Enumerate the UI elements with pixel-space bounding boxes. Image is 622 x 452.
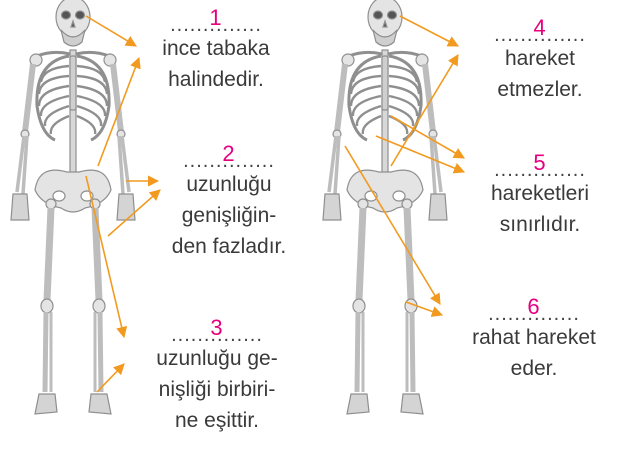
blank-line-1[interactable]: .............. 1 xyxy=(142,5,290,33)
label-5: .............. 5 hareketleri sınırlıdır. xyxy=(466,150,614,240)
blank-line-4[interactable]: .............. 4 xyxy=(466,15,614,43)
blank-line-3[interactable]: .............. 3 xyxy=(142,315,292,343)
label-text-5-line-1: hareketleri xyxy=(466,178,614,209)
label-number-6: 6 xyxy=(456,294,612,320)
skeleton-figure-right xyxy=(323,0,447,414)
arrow-4-skull xyxy=(400,16,458,46)
label-text-2-line-1: uzunluğu xyxy=(156,169,302,200)
label-number-1: 1 xyxy=(142,5,290,31)
label-text-2-line-3: den fazladır. xyxy=(156,231,302,262)
label-3: .............. 3 uzunluğu ge- nişliği bi… xyxy=(142,315,292,436)
label-number-4: 4 xyxy=(466,15,614,41)
label-text-2-line-2: genişliğin- xyxy=(156,200,302,231)
label-number-5: 5 xyxy=(466,150,614,176)
label-6: .............. 6 rahat hareket eder. xyxy=(456,294,612,384)
blank-line-6[interactable]: .............. 6 xyxy=(456,294,612,322)
label-4: .............. 4 hareket etmezler. xyxy=(466,15,614,105)
label-number-3: 3 xyxy=(142,315,292,341)
label-text-1-line-1: ince tabaka xyxy=(142,33,290,64)
label-text-1-line-2: halindedir. xyxy=(142,64,290,95)
arrow-5-rib xyxy=(376,136,464,172)
label-text-3-line-1: uzunluğu ge- xyxy=(142,343,292,374)
label-text-6-line-2: eder. xyxy=(456,353,612,384)
label-number-2: 2 xyxy=(156,141,302,167)
label-1: .............. 1 ince tabaka halindedir. xyxy=(142,5,290,95)
blank-line-5[interactable]: .............. 5 xyxy=(466,150,614,178)
skeleton-figure-left xyxy=(11,0,135,414)
label-text-3-line-3: ne eşittir. xyxy=(142,405,292,436)
arrow-2-femur xyxy=(108,190,160,236)
label-text-4-line-1: hareket xyxy=(466,43,614,74)
label-2: .............. 2 uzunluğu genişliğin- de… xyxy=(156,141,302,262)
blank-line-2[interactable]: .............. 2 xyxy=(156,141,302,169)
label-text-5-line-2: sınırlıdır. xyxy=(466,209,614,240)
arrow-5-spine xyxy=(391,116,464,158)
arrow-1-skull xyxy=(86,16,136,46)
label-text-4-line-2: etmezler. xyxy=(466,74,614,105)
label-text-6-line-1: rahat hareket xyxy=(456,322,612,353)
label-text-3-line-2: nişliği birbiri- xyxy=(142,374,292,405)
